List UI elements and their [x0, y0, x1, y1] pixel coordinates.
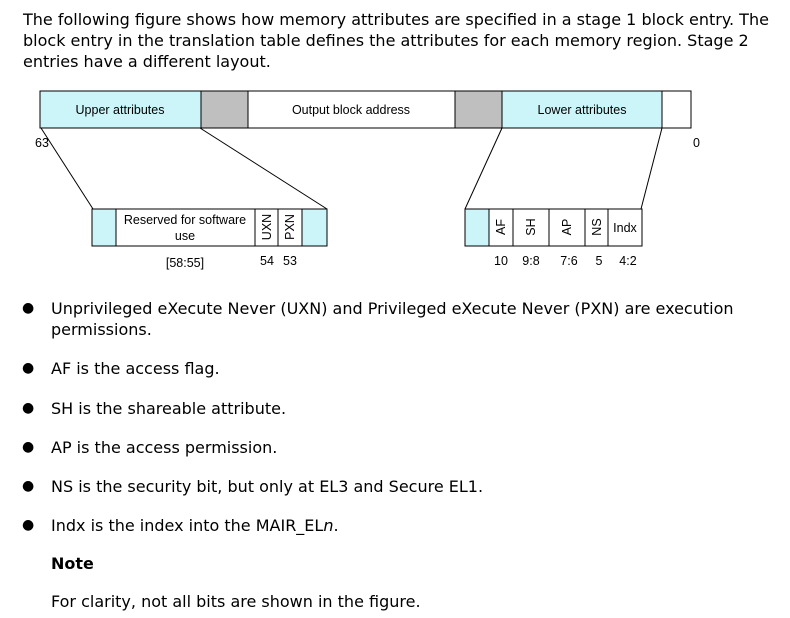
upper-detail-cell: [301, 208, 328, 247]
lower-attributes-field: [501, 90, 663, 129]
reserved-field-high: [200, 90, 249, 129]
pxn-bit-label: 53: [283, 254, 297, 268]
uxn-bit-label: 54: [260, 254, 274, 268]
upper-attributes-field: [39, 90, 202, 129]
af-bit-label: 10: [494, 254, 508, 268]
bit-63-label: 63: [35, 136, 49, 150]
sh-cell: [512, 208, 550, 247]
connector-line: [640, 127, 663, 210]
pxn-label: PXN: [283, 214, 297, 240]
indx-cell: [607, 208, 643, 247]
connector-lines: [40, 127, 663, 210]
af-label: AF: [494, 219, 508, 235]
lower-detail-cell: [464, 208, 490, 247]
output-block-address-field: [247, 90, 456, 129]
upper-attributes-detail: Reserved for software use UXN PXN [58:55…: [91, 208, 328, 270]
connector-line: [464, 127, 503, 210]
block-entry-figure: Upper attributes Output block address Lo…: [35, 90, 700, 270]
upper-detail-cell: [91, 208, 117, 247]
register-bar: Upper attributes Output block address Lo…: [35, 90, 700, 150]
bullet-italic: n: [323, 516, 334, 535]
bullet-line: Indx is the index into the MAIR_EL: [51, 516, 324, 535]
bit-0-label: 0: [693, 136, 700, 150]
bullet-dot: ●: [22, 439, 35, 455]
bullet-text: AP is the access permission.: [51, 438, 278, 457]
upper-attributes-label: Upper attributes: [76, 103, 165, 117]
sh-label: SH: [524, 218, 538, 235]
low-bits-field: [661, 90, 692, 129]
ns-bit-label: 5: [596, 254, 603, 268]
lower-attributes-label: Lower attributes: [538, 103, 627, 117]
sh-bit-label: 9:8: [522, 254, 539, 268]
ns-label: NS: [590, 218, 604, 235]
connector-line: [40, 127, 94, 210]
ap-label: AP: [560, 219, 574, 236]
bullet-line-cont: permissions.: [51, 320, 152, 339]
output-block-address-label: Output block address: [292, 103, 410, 117]
bullet-text: Indx is the index into the MAIR_ELn.: [51, 515, 751, 536]
ap-cell: [548, 208, 586, 247]
indx-bit-label: 4:2: [619, 254, 636, 268]
bullet-dot: ●: [22, 360, 35, 376]
note-heading: Note: [51, 554, 94, 573]
bullet-dot: ●: [22, 517, 35, 533]
ap-bit-label: 7:6: [560, 254, 577, 268]
bullet-text: AF is the access flag.: [51, 359, 220, 378]
bullet-text: NS is the security bit, but only at EL3 …: [51, 477, 484, 496]
reserved-field-low: [454, 90, 503, 129]
uxn-label: UXN: [260, 214, 274, 240]
bullet-dot: ●: [22, 300, 35, 316]
af-cell: [488, 208, 514, 247]
bullet-text: Unprivileged eXecute Never (UXN) and Pri…: [51, 298, 751, 340]
connector-line: [199, 127, 328, 210]
reserved-bits-label: [58:55]: [166, 256, 204, 270]
bullet-dot: ●: [22, 478, 35, 494]
lower-attributes-detail: AF SH AP NS Indx 10 9:8 7:6 5 4:2: [464, 208, 643, 268]
bullet-line: Unprivileged eXecute Never (UXN) and Pri…: [51, 299, 734, 318]
bullet-text: SH is the shareable attribute.: [51, 399, 287, 418]
bullet-dot: ●: [22, 400, 35, 416]
note-text: For clarity, not all bits are shown in t…: [51, 592, 421, 611]
intro-paragraph: The following figure shows how memory at…: [23, 10, 769, 71]
bullet-end: .: [333, 516, 339, 535]
reserved-software-label-cont: use: [175, 229, 195, 243]
reserved-software-label: Reserved for software: [124, 213, 246, 227]
indx-label: Indx: [613, 221, 637, 235]
